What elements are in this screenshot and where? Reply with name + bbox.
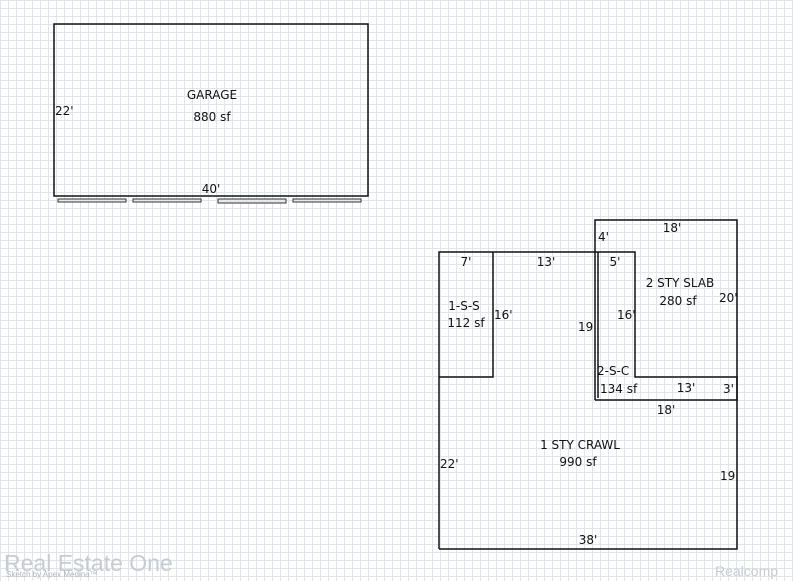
realcomp-watermark: Realcomp xyxy=(715,563,779,579)
garage-door xyxy=(292,198,362,203)
one-s-s-area: 112 sf xyxy=(447,316,485,330)
garage-outline xyxy=(53,23,369,197)
main-outline xyxy=(438,251,738,550)
slab-outline xyxy=(594,219,738,401)
garage-door xyxy=(132,198,202,203)
brand-watermark: Real Estate One xyxy=(4,550,173,576)
one-s-s-dim-top: 7' xyxy=(460,255,472,269)
two-s-c-name: 2-S-C xyxy=(597,364,630,378)
garage-door xyxy=(217,198,287,204)
one-s-s-name: 1-S-S xyxy=(448,299,480,313)
two-s-c-area: 134 sf xyxy=(600,382,638,396)
garage-door xyxy=(57,198,127,203)
main-area: 990 sf xyxy=(559,455,597,469)
slab-dim-corner: 3' xyxy=(723,382,734,396)
slab-dim-bottom: 13' xyxy=(676,381,696,395)
two-s-c-dim-right: 16' xyxy=(617,308,636,322)
main-dim-inner: 19 xyxy=(578,320,594,334)
garage-doors xyxy=(57,198,362,204)
one-s-s-dim-right: 16' xyxy=(494,308,513,322)
main-dim-step: 18' xyxy=(656,403,676,417)
main-name: 1 STY CRAWL xyxy=(540,438,620,452)
sketch-credit: Sketch by Apex Medina™ xyxy=(6,570,98,579)
garage-area: 880 sf xyxy=(193,110,231,124)
main-dim-right: 19 xyxy=(720,469,736,483)
slab-dim-left: 4' xyxy=(598,230,609,244)
two-s-c-dim-top: 5' xyxy=(609,255,621,269)
main-dim-bottom: 38' xyxy=(578,533,598,547)
garage-dim-bottom: 40' xyxy=(201,182,221,196)
main-dim-top: 13' xyxy=(536,255,556,269)
main-dim-left: 22' xyxy=(440,457,459,471)
garage-dim-left: 22' xyxy=(55,104,74,118)
slab-dim-right: 20' xyxy=(719,291,738,305)
one-s-s-outline xyxy=(439,252,494,378)
garage-name: GARAGE xyxy=(186,88,238,102)
slab-dim-top: 18' xyxy=(662,221,682,235)
slab-area: 280 sf xyxy=(659,294,697,308)
slab-name: 2 STY SLAB xyxy=(645,276,715,290)
